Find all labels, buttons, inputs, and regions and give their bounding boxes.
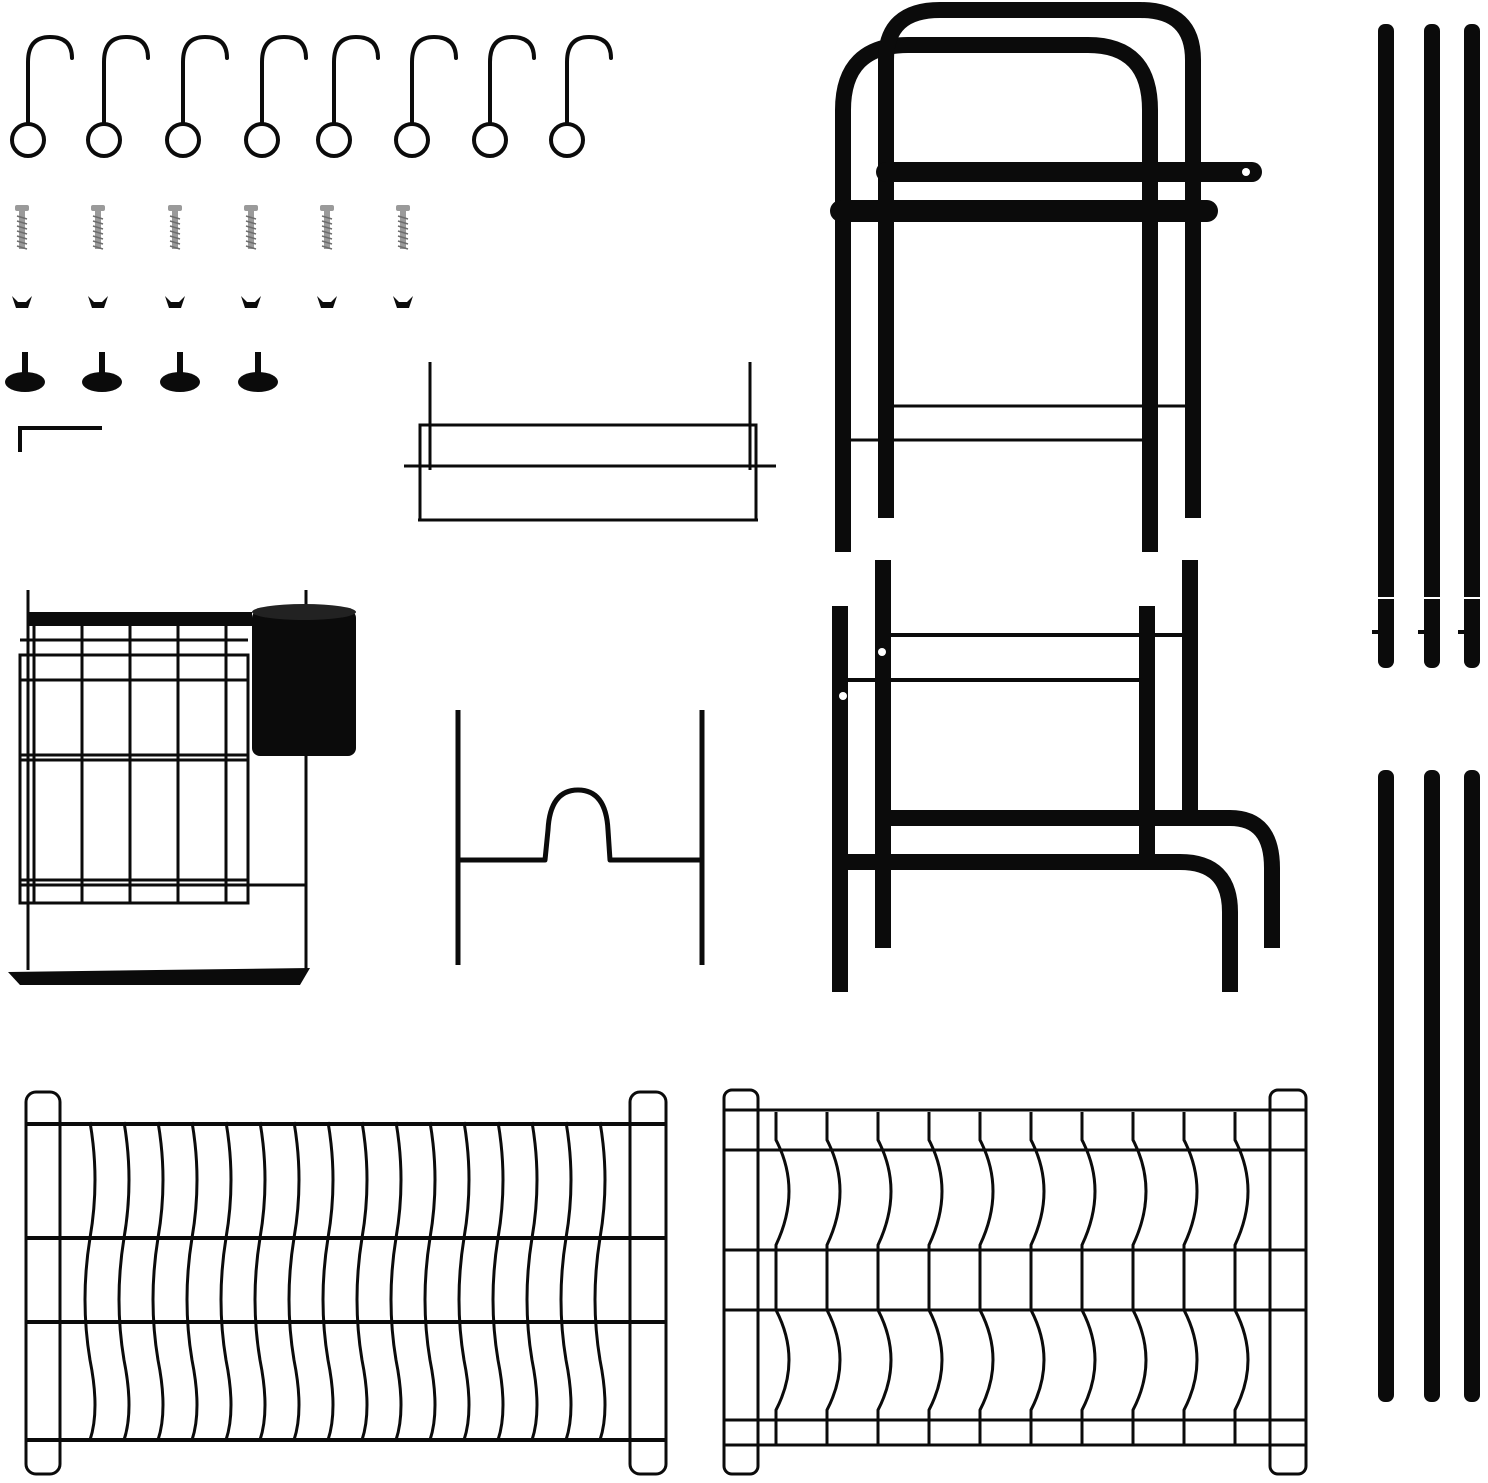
lower-frame — [832, 560, 1280, 992]
screw — [168, 205, 182, 250]
pole — [1378, 770, 1394, 1402]
s-hook — [410, 34, 458, 124]
plate-rack-end — [24, 1090, 62, 1476]
upper-frame — [835, 2, 1201, 552]
side-basket-with-utensil-cup — [8, 590, 356, 985]
pole — [1464, 24, 1480, 668]
screw — [244, 205, 258, 250]
bowl-rack-wire — [927, 1112, 944, 1445]
plate-rack-wire — [423, 1121, 437, 1441]
plate-rack-wire — [559, 1121, 573, 1441]
utensil-cup — [252, 610, 356, 756]
bowl-rack-wire — [1029, 1112, 1046, 1445]
wall-anchor — [165, 296, 185, 308]
s-hook-ring — [394, 122, 430, 158]
bowl-rack-wire — [774, 1112, 791, 1445]
s-hook — [488, 34, 536, 124]
bowl-rack-wire — [978, 1112, 995, 1445]
plate-rack-end — [628, 1090, 668, 1476]
adjustable-foot — [160, 352, 200, 392]
s-hook-ring — [316, 122, 352, 158]
pole — [1424, 770, 1440, 1402]
plate-rack-wire — [117, 1121, 131, 1441]
s-hook — [181, 34, 229, 124]
s-hook-ring — [165, 122, 201, 158]
s-hook — [102, 34, 150, 124]
screws — [15, 205, 410, 250]
adjustable-foot — [238, 352, 278, 392]
bowl-rack-wire — [825, 1112, 842, 1445]
bowl-rack-end — [722, 1088, 760, 1476]
cutting-board-holder — [404, 362, 776, 522]
adjustable-feet — [5, 352, 278, 392]
bowl-rack-wire — [1233, 1112, 1250, 1445]
s-hooks — [10, 34, 613, 158]
bowl-rack-wire — [1080, 1112, 1097, 1445]
screw — [396, 205, 410, 250]
pole — [1424, 24, 1440, 668]
plate-rack — [24, 1090, 668, 1476]
screw — [91, 205, 105, 250]
wall-anchors — [12, 296, 413, 308]
s-hook-ring — [10, 122, 46, 158]
plate-rack-wire — [355, 1121, 369, 1441]
bowl-rack-wire — [1131, 1112, 1148, 1445]
wall-anchor — [12, 296, 32, 308]
plate-rack-wire — [457, 1121, 471, 1441]
bowl-rack-wire — [876, 1112, 893, 1445]
upper-frame-crossbars — [830, 162, 1262, 442]
wall-anchor — [88, 296, 108, 308]
screw — [15, 205, 29, 250]
pole — [1378, 24, 1394, 668]
plate-rack-wire — [321, 1121, 335, 1441]
allen-key — [18, 426, 102, 452]
plate-rack-wire — [491, 1121, 505, 1441]
plate-rack-wire — [593, 1121, 607, 1441]
s-hook-ring — [244, 122, 280, 158]
s-hook — [565, 34, 613, 124]
wall-anchor — [393, 296, 413, 308]
s-hook — [26, 34, 74, 124]
s-hook-ring — [472, 122, 508, 158]
bowl-rack — [722, 1088, 1308, 1476]
plate-rack-wire — [389, 1121, 403, 1441]
plate-rack-wire — [83, 1121, 97, 1441]
plate-rack-wire — [525, 1121, 539, 1441]
plate-rack-wire — [287, 1121, 301, 1441]
adjustable-foot — [5, 352, 45, 392]
s-hook-ring — [86, 122, 122, 158]
wall-anchor — [317, 296, 337, 308]
pole — [1464, 770, 1480, 1402]
s-hook — [332, 34, 380, 124]
cup-holder-wire — [455, 710, 705, 965]
bowl-rack-wire — [1182, 1112, 1199, 1445]
plate-rack-wire — [253, 1121, 267, 1441]
upper-poles — [1372, 24, 1480, 668]
plate-rack-wire — [219, 1121, 233, 1441]
plate-rack-wire — [151, 1121, 165, 1441]
lower-poles — [1378, 770, 1480, 1402]
bowl-rack-end — [1268, 1088, 1308, 1476]
s-hook-ring — [549, 122, 585, 158]
s-hook — [260, 34, 308, 124]
adjustable-foot — [82, 352, 122, 392]
lower-frame-crossbars — [839, 633, 1190, 700]
plate-rack-wire — [185, 1121, 199, 1441]
screw — [320, 205, 334, 250]
wall-anchor — [241, 296, 261, 308]
